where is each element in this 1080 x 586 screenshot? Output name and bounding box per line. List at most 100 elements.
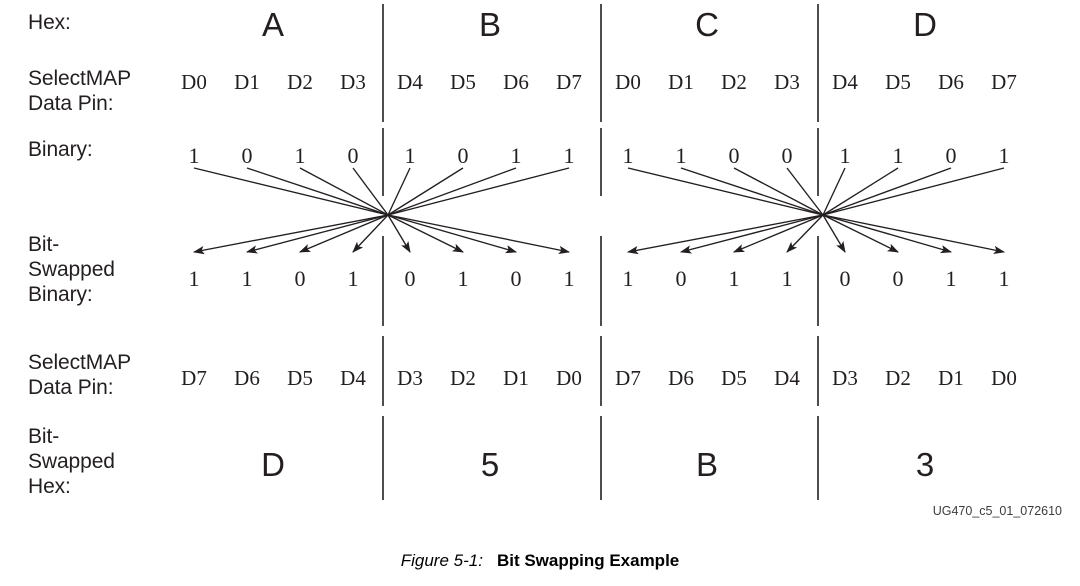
swapped-bit-9: 0 [675, 266, 687, 291]
swap-in-leg-right-3 [786, 167, 824, 216]
swap-out-leg-right-1 [822, 214, 953, 254]
pin-bottom-1: D6 [234, 366, 260, 390]
swap-out-leg-left-4 [352, 214, 389, 253]
swap-in-leg-left-7 [387, 167, 570, 216]
binary-bit-15: 1 [998, 143, 1010, 168]
swapped-bit-2: 0 [294, 266, 306, 291]
swap-in-leg-left-0 [193, 167, 389, 216]
figure-caption-title: Bit Swapping Example [496, 551, 680, 570]
swap-in-leg-right-5 [822, 167, 899, 216]
swapped-bit-1: 1 [241, 266, 253, 291]
swapped-bit-10: 1 [728, 266, 740, 291]
row-label-hex-top: Hex: [28, 11, 71, 34]
binary-bit-2: 1 [294, 143, 306, 168]
pin-top-10: D2 [721, 70, 747, 94]
binary-bit-6: 1 [510, 143, 522, 168]
pin-top-0: D0 [181, 70, 207, 94]
swap-in-leg-right-0 [627, 167, 824, 216]
pin-bottom-7: D0 [556, 366, 582, 390]
swap-out-leg-left-5 [299, 214, 389, 253]
binary-bit-13: 1 [892, 143, 904, 168]
swap-in-leg-right-1 [680, 167, 824, 216]
bit-swap-arrow-group [192, 167, 1006, 255]
swapped-bit-3: 1 [347, 266, 359, 291]
swap-out-leg-left-1 [387, 214, 518, 254]
pin-top-7: D7 [556, 70, 582, 94]
swapped-bit-13: 0 [892, 266, 904, 291]
pin-bottom-0: D7 [181, 366, 207, 390]
binary-bit-11: 0 [781, 143, 793, 168]
figure-caption-number: Figure 5-1: [400, 551, 483, 570]
swap-in-leg-left-3 [352, 167, 389, 216]
swap-out-leg-right-6 [679, 214, 824, 254]
binary-bit-12: 1 [839, 143, 851, 168]
swapped-bit-8: 1 [622, 266, 634, 291]
swap-in-leg-left-4 [387, 167, 411, 216]
binary-bit-1: 0 [241, 143, 253, 168]
swapped-bit-12: 0 [839, 266, 851, 291]
pin-top-4: D4 [397, 70, 423, 94]
pin-bottom-9: D6 [668, 366, 694, 390]
pin-top-9: D1 [668, 70, 694, 94]
swapped-hex-digit-3: 3 [915, 446, 935, 483]
swap-out-leg-left-6 [245, 214, 389, 254]
swap-out-leg-right-7 [626, 214, 824, 255]
pin-bottom-11: D4 [774, 366, 800, 390]
hex-digit-3: D [913, 6, 937, 43]
pin-top-11: D3 [774, 70, 800, 94]
swap-in-leg-right-7 [822, 167, 1005, 216]
figure-caption: Figure 5-1: Bit Swapping Example [0, 551, 1080, 571]
swap-out-leg-right-5 [733, 214, 824, 253]
swap-in-leg-left-6 [387, 167, 517, 216]
row-label-selectmap-pin-top: SelectMAP Data Pin: [28, 67, 131, 115]
pin-bottom-5: D2 [450, 366, 476, 390]
swap-out-leg-left-3 [387, 214, 411, 253]
swap-out-leg-left-2 [387, 214, 464, 253]
row-label-bit-swapped-binary: Bit- Swapped Binary: [28, 233, 115, 306]
swapped-bit-6: 0 [510, 266, 522, 291]
binary-bit-3: 0 [347, 143, 359, 168]
pin-top-12: D4 [832, 70, 858, 94]
swap-out-leg-right-2 [822, 214, 899, 253]
pin-bottom-14: D1 [938, 366, 964, 390]
pin-top-14: D6 [938, 70, 964, 94]
nibble-divider-group [382, 4, 819, 500]
swap-in-leg-right-6 [822, 167, 952, 216]
swapped-bit-7: 1 [563, 266, 575, 291]
pin-top-8: D0 [615, 70, 641, 94]
diagram-id-label: UG470_c5_01_072610 [932, 504, 1062, 518]
pin-top-6: D6 [503, 70, 529, 94]
pin-top-2: D2 [287, 70, 313, 94]
swap-in-leg-right-2 [733, 167, 824, 216]
swap-out-leg-right-4 [786, 214, 824, 253]
pin-top-13: D5 [885, 70, 911, 94]
swapped-bit-5: 1 [457, 266, 469, 291]
pin-top-5: D5 [450, 70, 476, 94]
pin-bottom-8: D7 [615, 366, 641, 390]
pin-top-3: D3 [340, 70, 366, 94]
pin-bottom-6: D1 [503, 366, 529, 390]
swap-out-leg-right-0 [822, 214, 1006, 255]
swapped-bit-0: 1 [188, 266, 200, 291]
swap-in-leg-left-2 [299, 167, 389, 216]
binary-bit-4: 1 [404, 143, 416, 168]
pin-bottom-13: D2 [885, 366, 911, 390]
swapped-hex-digit-2: B [695, 446, 719, 483]
swapped-bit-11: 1 [781, 266, 793, 291]
pin-bottom-3: D4 [340, 366, 366, 390]
pin-bottom-15: D0 [991, 366, 1017, 390]
binary-bit-7: 1 [563, 143, 575, 168]
swap-in-leg-left-5 [387, 167, 464, 216]
swapped-hex-digit-0: D [261, 446, 285, 483]
swapped-bit-15: 1 [998, 266, 1010, 291]
swap-out-leg-left-0 [387, 214, 571, 255]
row-label-selectmap-pin-bottom: SelectMAP Data Pin: [28, 351, 131, 399]
swapped-hex-digit-1: 5 [480, 446, 500, 483]
hex-digit-1: B [478, 6, 502, 43]
swap-out-leg-right-3 [822, 214, 846, 253]
row-label-bit-swapped-hex: Bit- Swapped Hex: [28, 425, 115, 498]
hex-digit-0: A [261, 6, 285, 43]
pin-bottom-12: D3 [832, 366, 858, 390]
